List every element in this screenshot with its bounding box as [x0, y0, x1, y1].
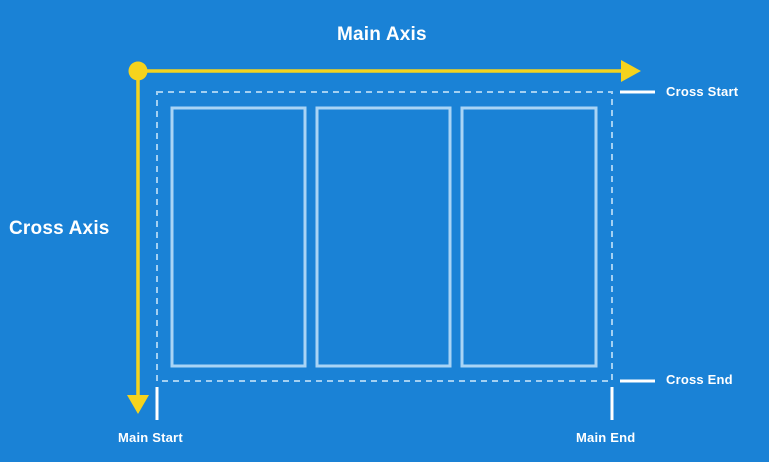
flex-item-2	[315, 106, 452, 368]
cross-end-label: Cross End	[666, 372, 733, 387]
main-axis-label: Main Axis	[337, 24, 427, 45]
flex-item-3	[460, 106, 598, 368]
main-start-label: Main Start	[118, 430, 183, 445]
flex-container	[156, 91, 613, 382]
flex-item-1	[170, 106, 307, 368]
cross-axis-arrow	[127, 71, 149, 414]
main-axis-arrow	[138, 60, 641, 82]
cross-axis-label: Cross Axis	[9, 218, 110, 239]
main-end-label: Main End	[576, 430, 636, 445]
axis-origin-dot	[128, 61, 148, 81]
cross-start-label: Cross Start	[666, 84, 739, 99]
